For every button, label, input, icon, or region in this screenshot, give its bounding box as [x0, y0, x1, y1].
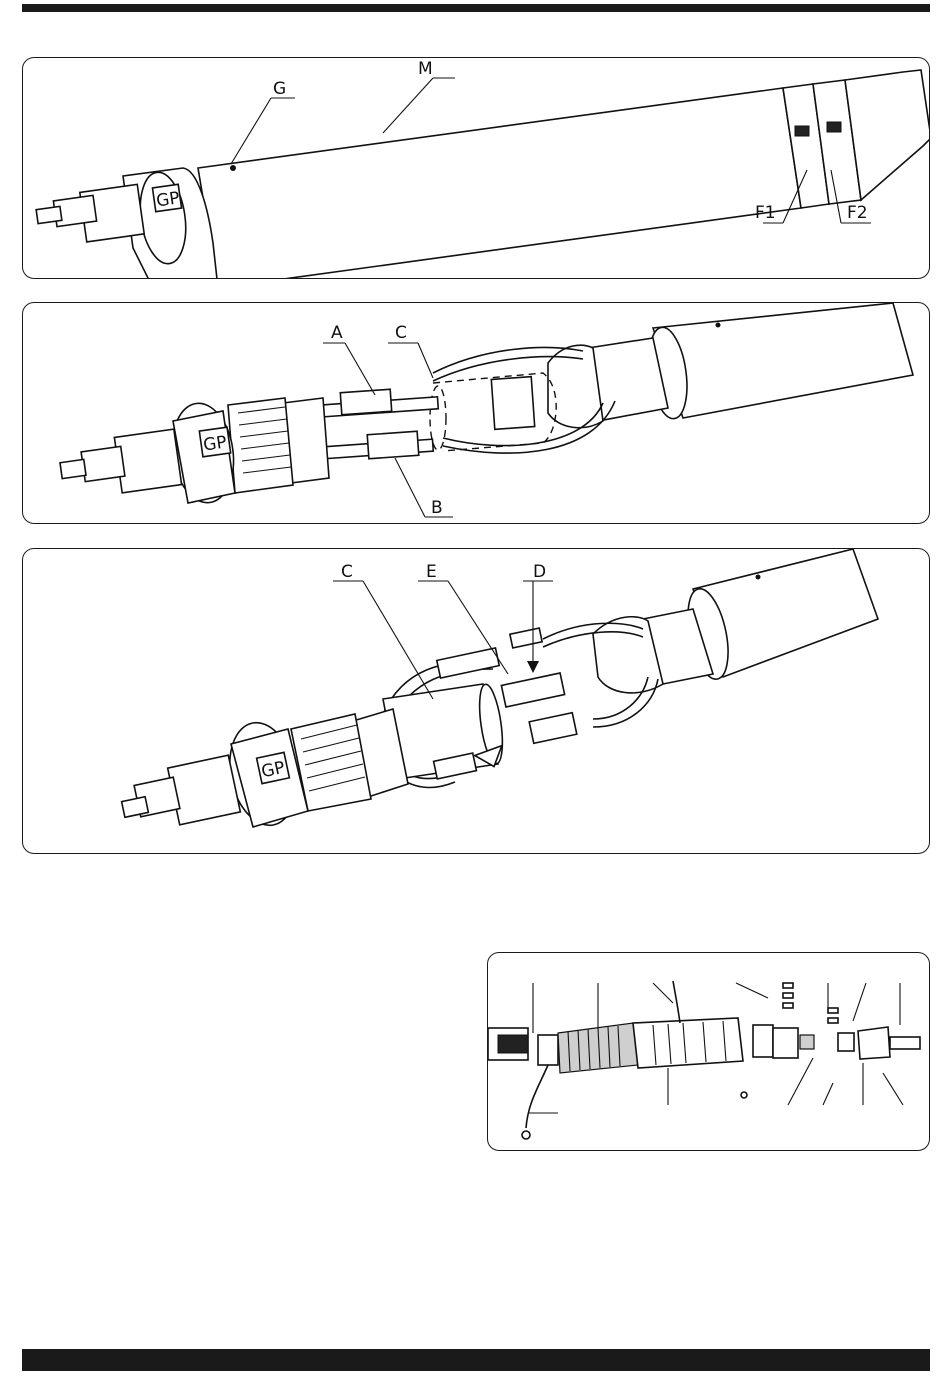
svg-text:GP: GP [155, 188, 181, 211]
panel-torch-assembled: GP G M F1 F2 [22, 57, 930, 279]
panel-torch-disassembled: GP C E D [22, 548, 930, 854]
part-d [501, 673, 564, 707]
label-g: G [273, 79, 286, 99]
label-f2: F2 [847, 203, 868, 223]
logo-gp: GP [257, 752, 290, 783]
label-a: A [331, 323, 343, 343]
label-b: B [431, 498, 443, 518]
tube-m [198, 88, 801, 279]
svg-text:GP: GP [202, 432, 228, 455]
logo-gp: GP [199, 427, 230, 457]
label-e: E [426, 562, 437, 582]
spring [558, 1023, 638, 1073]
logo-gp: GP [152, 184, 181, 211]
torch-assembled-drawing: GP G M F1 F2 [23, 58, 930, 279]
exploded-view-drawing [488, 953, 930, 1151]
part-e [437, 648, 499, 678]
top-bar [22, 4, 930, 12]
label-m: M [418, 59, 433, 79]
hose [845, 70, 930, 200]
hole-g [230, 165, 236, 171]
handle-sleeve [653, 303, 913, 418]
label-f1: F1 [755, 203, 776, 223]
bottom-bar [22, 1349, 930, 1371]
panel-torch-disconnecting: GP A C B [22, 302, 930, 524]
label-c: C [395, 323, 407, 343]
label-d: D [533, 562, 546, 582]
torch-disconnecting-drawing: GP A C B [23, 303, 930, 524]
panel-exploded-view [487, 952, 930, 1151]
torch-disassembled-drawing: GP C E D [23, 549, 930, 854]
label-c: C [341, 562, 353, 582]
